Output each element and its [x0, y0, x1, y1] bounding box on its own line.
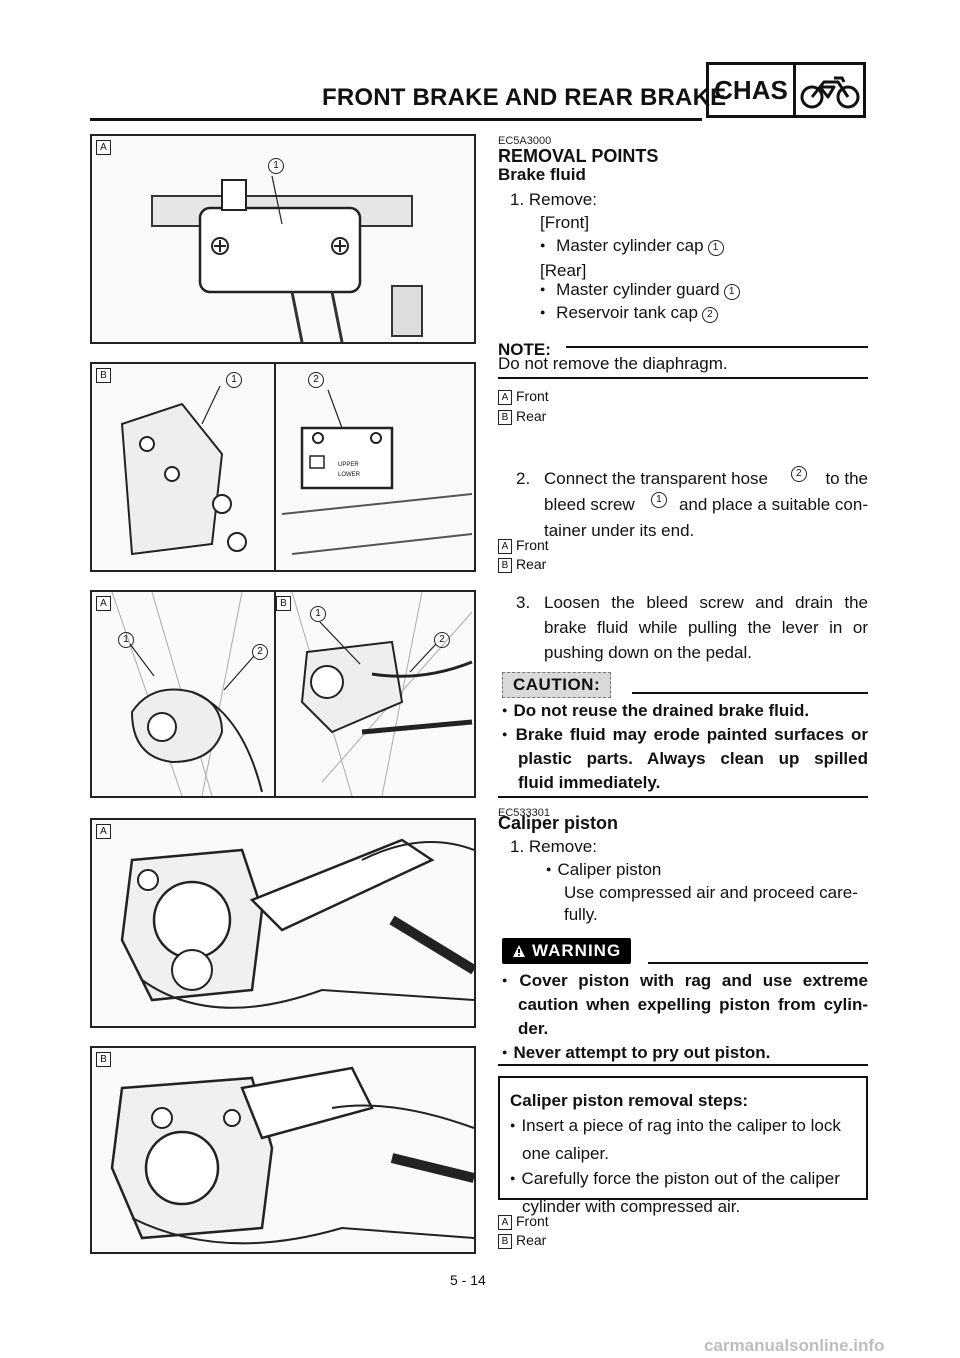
callout-1: 1 [118, 632, 134, 648]
step-3-line-3: pushing down on the pedal. [544, 643, 752, 662]
watermark: carmanualsonline.info [704, 1336, 885, 1355]
figure-tag: A [96, 824, 111, 839]
steps-item-2-line-2: cylinder with compressed air. [522, 1197, 741, 1216]
section-badge: CHAS [706, 62, 866, 118]
piston-desc-line-2: fully. [564, 905, 598, 924]
section-code: EC533301 [498, 807, 550, 819]
callout-1: 1 [226, 372, 242, 388]
warning-triangle-icon [513, 945, 525, 957]
motorcycle-icon [796, 65, 863, 115]
section-label: CHAS [709, 65, 796, 115]
front-label: [Front] [540, 213, 590, 232]
figure-front-master-cylinder: A 1 [90, 134, 476, 344]
step-1-label: 1. Remove: [510, 190, 597, 209]
page-number: 5 - 14 [450, 1272, 486, 1288]
step-3-num: 3. [516, 593, 531, 612]
steps-item-1-line-2: one caliper. [522, 1144, 609, 1163]
subheading-brake-fluid: Brake fluid [498, 165, 586, 184]
removal-steps-box: Caliper piston removal steps: Insert a p… [498, 1076, 868, 1216]
figure-caliper-rear: B [90, 1046, 476, 1254]
caution-item-2-line-3: fluid immediately. [518, 773, 661, 792]
page-title: FRONT BRAKE AND REAR BRAKE [322, 84, 727, 111]
header-rule [90, 118, 702, 121]
figure-tag-a: A [96, 596, 111, 611]
callout-1: 1 [310, 606, 326, 622]
figure-bleed-screw: A B 1 2 1 2 [90, 590, 476, 798]
callout-2: 2 [308, 372, 324, 388]
note-rule-top [566, 346, 868, 348]
figure-divider [274, 364, 276, 570]
stamp-lower: LOWER [338, 472, 361, 478]
piston-step-1: 1. Remove: [510, 837, 597, 856]
ref-callout: 1 [707, 240, 724, 256]
warning-badge: WARNING [502, 938, 632, 964]
stamp-upper: UPPER [338, 462, 359, 468]
ref-callout: 2 [701, 307, 718, 323]
step-3-line-1: Loosen the bleed screw and drain the [544, 593, 868, 612]
piston-item: Caliper piston [546, 857, 661, 885]
section-code: EC5A3000 [498, 135, 552, 147]
warning-rule-bottom [498, 1064, 868, 1066]
step-3-line-2: brake fluid while pulling the lever in o… [544, 618, 868, 637]
callout-2: 2 [252, 644, 268, 660]
note-label: NOTE: [498, 340, 551, 359]
subheading-caliper-piston: Caliper piston [498, 813, 619, 833]
figure-tag: A [96, 140, 111, 155]
figure-rear-master-cylinder: B UPPER LOWER 1 2 [90, 362, 476, 572]
warning-rule-top [648, 962, 868, 964]
caution-badge: CAUTION: [502, 672, 612, 698]
note-text: Do not remove the diaphragm. [498, 354, 728, 373]
piston-desc-line-1: Use compressed air and proceed care- [564, 883, 858, 902]
warning-item-2: Never attempt to pry out piston. [502, 1040, 770, 1068]
warning-item-1-line-2: caution when expelling piston from cylin… [518, 995, 868, 1014]
steps-title: Caliper piston removal steps: [510, 1091, 749, 1110]
caution-item-1: Do not reuse the drained brake fluid. [502, 698, 809, 726]
caution-item-2-line-2: plastic parts. Always clean up spilled [518, 749, 868, 768]
step-2-line-3: tainer under its end. [544, 521, 695, 540]
caution-rule-top [632, 692, 868, 694]
figure-divider [274, 592, 276, 796]
figure-tag: B [96, 368, 111, 383]
steps-item-2-line-1: Carefully force the piston out of the ca… [510, 1166, 856, 1194]
steps-item-1-line-1: Insert a piece of rag into the caliper t… [510, 1113, 856, 1141]
callout-1: 1 [268, 158, 284, 174]
rear-label: [Rear] [540, 261, 587, 280]
section-heading: REMOVAL POINTS [498, 146, 659, 166]
callout-2: 2 [434, 632, 450, 648]
note-rule-bottom [498, 377, 868, 379]
warning-item-1-line-1: Cover piston with rag and use extreme [502, 968, 868, 996]
caution-rule-bottom [498, 796, 868, 798]
ref-callout: 1 [723, 284, 740, 300]
figure-tag-b: B [276, 596, 291, 611]
figure-caliper-front: A [90, 818, 476, 1028]
warning-item-1-line-3: der. [518, 1019, 549, 1038]
figure-tag: B [96, 1052, 111, 1067]
step-2-num: 2. [516, 469, 531, 488]
caution-item-2-line-1: Brake fluid may erode painted surfaces o… [502, 722, 868, 750]
